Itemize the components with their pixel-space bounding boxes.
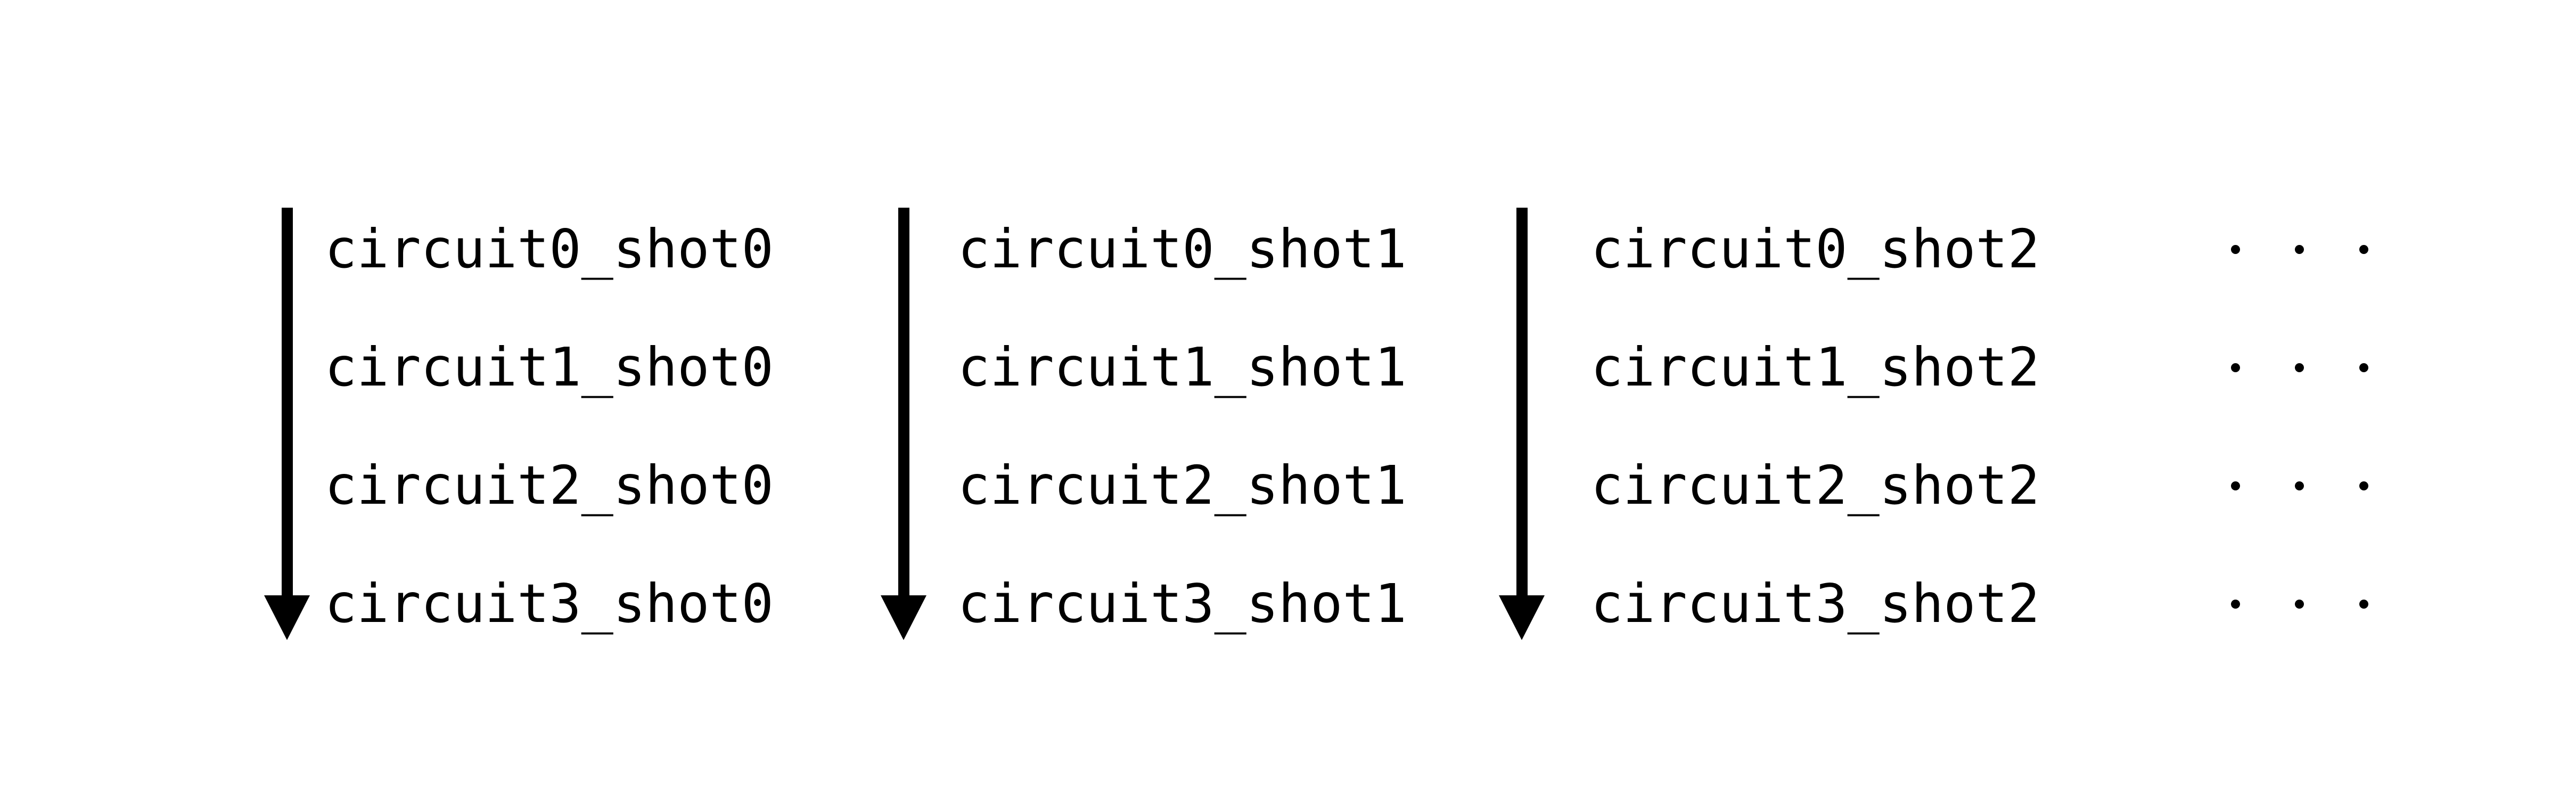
ellipsis-dot (2294, 599, 2304, 609)
down-arrow-head-icon (1499, 595, 1545, 640)
ellipsis-dot (2359, 363, 2368, 372)
down-arrow-head-icon (881, 595, 926, 640)
circuit-shot-label: circuit2_shot0 (325, 454, 774, 517)
ellipsis-dot (2359, 244, 2368, 254)
ellipsis-dot (2230, 481, 2240, 490)
circuit-shot-label: circuit3_shot1 (958, 572, 1407, 635)
ellipsis-dot (2359, 481, 2368, 490)
circuit-shot-label: circuit2_shot2 (1591, 454, 2040, 517)
circuit-shot-label: circuit2_shot1 (958, 454, 1407, 517)
ellipsis-dot (2230, 363, 2240, 372)
circuit-shot-label: circuit0_shot0 (325, 218, 774, 280)
down-arrow-shaft (1516, 208, 1528, 599)
ellipsis-dot (2294, 363, 2304, 372)
circuit-shot-label: circuit1_shot0 (325, 336, 774, 398)
circuit-shot-label: circuit0_shot1 (958, 218, 1407, 280)
circuit-shot-label: circuit1_shot2 (1591, 336, 2040, 398)
ellipsis-dot (2359, 599, 2368, 609)
circuit-shot-label: circuit1_shot1 (958, 336, 1407, 398)
ellipsis-dot (2294, 481, 2304, 490)
circuit-shot-label: circuit0_shot2 (1591, 218, 2040, 280)
ellipsis-dot (2230, 599, 2240, 609)
down-arrow-shaft (281, 208, 293, 599)
circuit-shot-label: circuit3_shot2 (1591, 572, 2040, 635)
down-arrow-head-icon (264, 595, 310, 640)
circuit-shot-label: circuit3_shot0 (325, 572, 774, 635)
down-arrow-shaft (898, 208, 909, 599)
ellipsis-dot (2294, 244, 2304, 254)
ellipsis-dot (2230, 244, 2240, 254)
